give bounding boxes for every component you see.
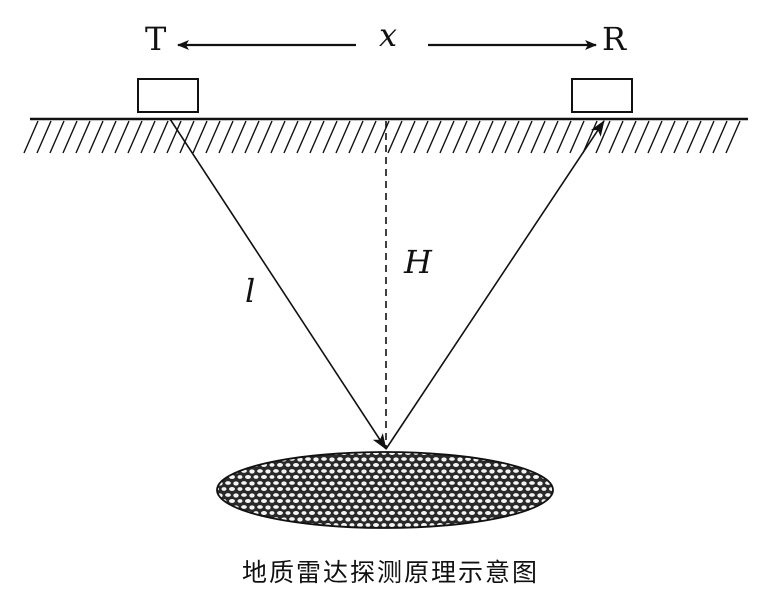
transmitter-antenna [137,78,199,113]
path-label: l [245,272,255,310]
transmitter-label: T [145,20,167,58]
subsurface-target [216,451,554,529]
receiver-antenna [571,78,633,113]
incident-ray [169,118,387,450]
offset-label: x [379,16,397,54]
receiver-label: R [602,20,627,58]
reflected-ray [385,120,605,450]
ground-hatching [23,120,741,154]
figure-caption: 地质雷达探测原理示意图 [241,558,539,587]
depth-label: H [403,243,433,281]
